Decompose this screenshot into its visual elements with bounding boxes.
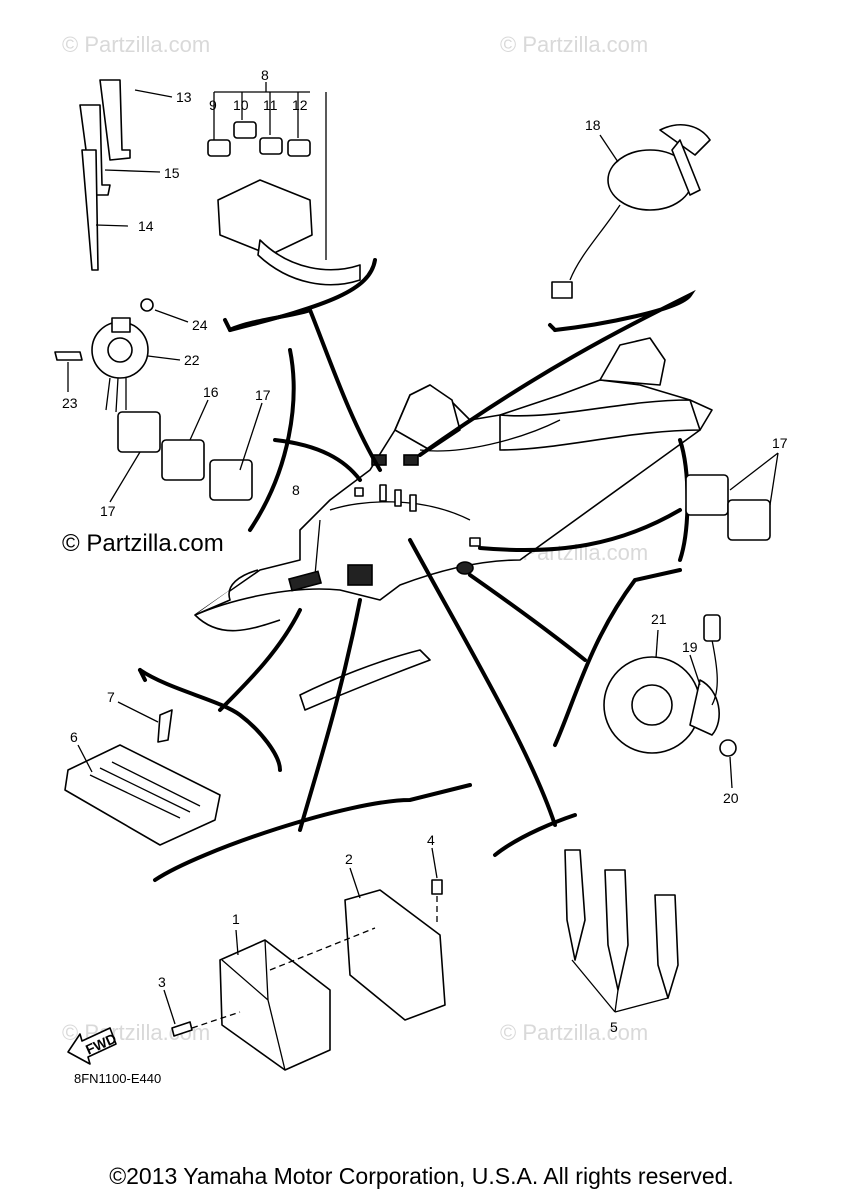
snowmobile-illustration — [194, 337, 713, 711]
callout-17-a: 17 — [255, 387, 271, 403]
callout-11: 11 — [263, 97, 278, 113]
callout-20: 20 — [723, 790, 739, 806]
callout-4: 4 — [427, 832, 435, 848]
fuse-box-group — [207, 82, 361, 286]
callout-16: 16 — [203, 384, 219, 400]
callout-8-top: 8 — [261, 67, 269, 83]
regulator-group — [64, 701, 221, 846]
pickup-rotor-group — [603, 614, 737, 789]
callout-9: 9 — [209, 97, 217, 113]
copyright-notice: ©2013 Yamaha Motor Corporation, U.S.A. A… — [109, 1163, 734, 1189]
callout-3: 3 — [158, 974, 166, 990]
callout-10: 10 — [233, 97, 249, 113]
callout-2: 2 — [345, 851, 353, 867]
watermark-top-right: © Partzilla.com — [500, 32, 648, 57]
callout-5: 5 — [610, 1019, 618, 1035]
callout-24: 24 — [192, 317, 208, 333]
callout-1: 1 — [232, 911, 240, 927]
callout-7: 7 — [107, 689, 115, 705]
callout-6: 6 — [70, 729, 78, 745]
buzzer-group — [54, 298, 189, 413]
relays-left-group — [109, 399, 263, 503]
cable-ties-group — [79, 79, 173, 271]
callout-17-b: 17 — [100, 503, 116, 519]
callout-8-mid: 8 — [292, 482, 300, 498]
relays-right-group — [685, 452, 779, 541]
callout-14: 14 — [138, 218, 154, 234]
callout-12: 12 — [292, 97, 308, 113]
callout-21: 21 — [651, 611, 667, 627]
main-switch-group — [551, 124, 711, 299]
callout-22: 22 — [184, 352, 200, 368]
watermark-bottom-right: © Partzilla.com — [500, 1020, 648, 1045]
callout-15: 15 — [164, 165, 180, 181]
cdi-unit-group — [163, 847, 446, 1071]
leader-lines — [138, 258, 696, 882]
callout-13: 13 — [176, 89, 192, 105]
ignition-coils-group — [564, 849, 679, 1013]
callout-17-c: 17 — [772, 435, 788, 451]
diagram-code: 8FN1100-E440 — [74, 1071, 162, 1086]
partzilla-watermark: © Partzilla.com — [62, 530, 224, 557]
callout-23: 23 — [62, 395, 78, 411]
callout-18: 18 — [585, 117, 601, 133]
callout-19: 19 — [682, 639, 698, 655]
callout-numbers: 1 2 3 4 5 6 7 8 8 9 10 11 12 13 14 15 16… — [62, 67, 788, 1035]
watermark-top-left: © Partzilla.com — [62, 32, 210, 57]
